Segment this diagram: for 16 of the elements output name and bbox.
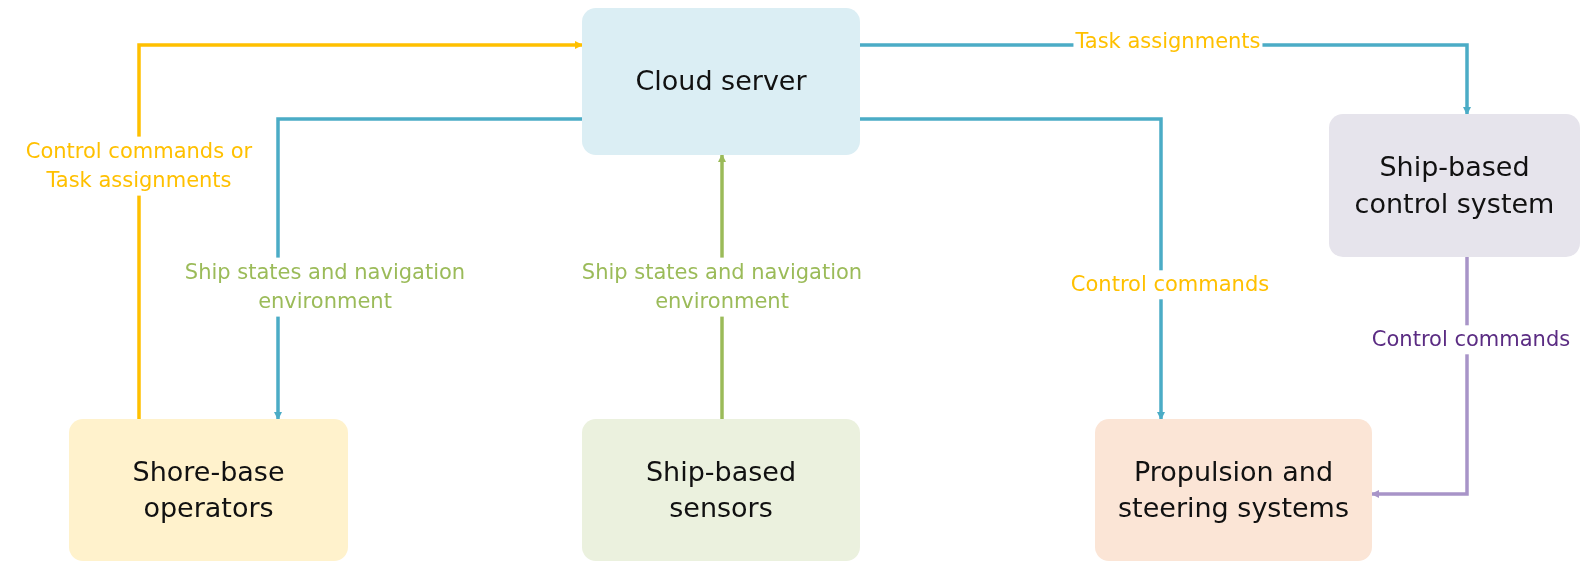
arrow bbox=[860, 117, 1165, 420]
box-label: Ship-based control system bbox=[1353, 150, 1556, 221]
edge-label: Control commands bbox=[1068, 270, 1272, 300]
process-box bbox=[1329, 114, 1580, 257]
box-label: Propulsion and steering systems bbox=[1117, 454, 1350, 525]
arrow bbox=[137, 41, 583, 419]
arrow bbox=[1371, 257, 1469, 498]
process-box bbox=[582, 419, 860, 561]
arrow bbox=[274, 117, 582, 420]
process-box bbox=[69, 419, 348, 561]
process-box bbox=[1095, 419, 1372, 561]
edge-label: Control commands bbox=[1369, 325, 1573, 355]
box-label: Cloud server bbox=[635, 64, 807, 99]
box-label: Shore-base operators bbox=[131, 454, 286, 525]
box-label: Ship-based sensors bbox=[644, 454, 798, 525]
process-box bbox=[582, 8, 860, 155]
